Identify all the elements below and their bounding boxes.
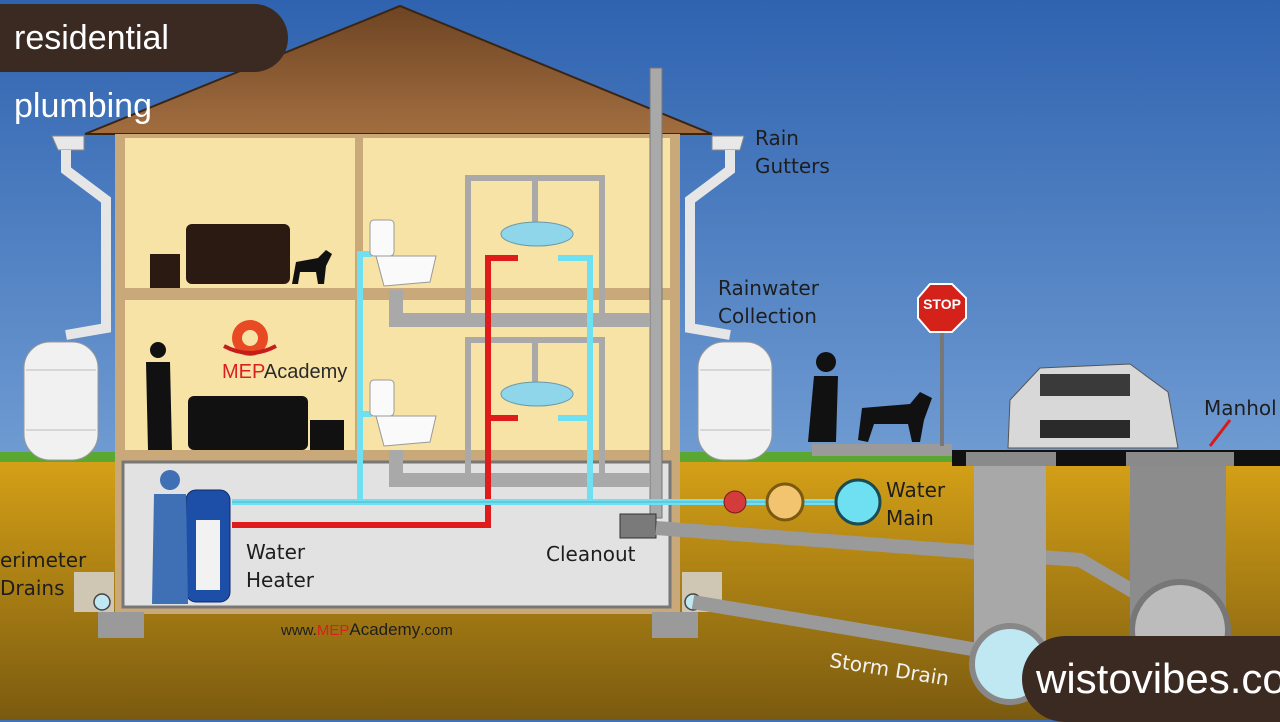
- girl-silhouette: [808, 352, 838, 442]
- cleanout-label: Cleanout: [546, 542, 636, 566]
- water-meter: [765, 482, 805, 522]
- water-heater: [185, 489, 231, 603]
- cold-water-line: [232, 251, 840, 505]
- toilet-upper: [369, 219, 437, 287]
- website-mep: MEP: [316, 622, 350, 639]
- gutter-left: [51, 135, 85, 151]
- manhole-arrow: [1208, 419, 1232, 447]
- hot-water-line: [232, 255, 518, 528]
- toilet-lower: [369, 379, 437, 447]
- vent-stack: [649, 67, 663, 519]
- watermark-badge: wistovibes.co.uk: [1022, 636, 1280, 722]
- plumber-figure: [152, 470, 188, 604]
- website-url: www.MEPAcademy.com: [281, 620, 453, 640]
- stop-sign: [917, 283, 967, 333]
- footing-right: [652, 612, 698, 638]
- brand-name-mep: MEP: [222, 361, 264, 383]
- sink-upper: [500, 221, 574, 247]
- water-main-pipe: [834, 478, 882, 526]
- sofa-lower: [188, 396, 308, 450]
- mep-logo: [223, 320, 277, 356]
- car: [1007, 363, 1179, 449]
- sofa-upper: [186, 224, 290, 284]
- gutter-right: [711, 135, 745, 151]
- rain-barrel-left: [23, 341, 99, 461]
- person-silhouette-lower: [146, 342, 172, 450]
- sewer-line: [655, 521, 1152, 607]
- side-table-lower: [310, 420, 344, 450]
- title-badge: residential plumbing: [0, 4, 288, 125]
- brand-logo-text: MEPAcademy: [222, 361, 347, 384]
- downspout-right: [685, 150, 735, 340]
- manhole-cover-left: [966, 452, 1056, 466]
- rainwater-collection-label: Rainwater Collection: [718, 276, 819, 328]
- rain-gutters-label: Rain Gutters: [755, 126, 830, 178]
- side-table-upper: [150, 254, 180, 288]
- dog-silhouette-upper: [292, 250, 332, 284]
- water-heater-label: Water Heater: [246, 540, 314, 592]
- dog-silhouette-street: [858, 392, 932, 442]
- upper-drain-line: [389, 290, 650, 327]
- website-academy: Academy: [349, 620, 421, 639]
- sidewalk: [812, 444, 952, 456]
- shutoff-valve: [723, 490, 747, 514]
- storm-drain-line: [691, 595, 992, 659]
- brand-name-academy: Academy: [263, 361, 348, 383]
- manhole-cover-right: [1126, 452, 1234, 466]
- perimeter-drains-label: erimeter Drains: [0, 548, 87, 600]
- manhole-label: Manhol: [1204, 396, 1277, 420]
- downspout-left: [61, 150, 111, 340]
- website-suffix: .com: [420, 622, 453, 639]
- lower-drain-line: [389, 450, 650, 487]
- rain-barrel-right: [697, 341, 773, 461]
- cleanout-fitting: [619, 513, 657, 539]
- stop-sign-text: STOP: [923, 296, 961, 312]
- perimeter-drain-pipe-left: [93, 593, 111, 611]
- footing-left: [98, 612, 144, 638]
- sink-lower: [500, 381, 574, 407]
- water-main-label: Water Main: [886, 478, 946, 530]
- website-prefix: www.: [281, 622, 317, 639]
- storm-manhole: [974, 466, 1046, 676]
